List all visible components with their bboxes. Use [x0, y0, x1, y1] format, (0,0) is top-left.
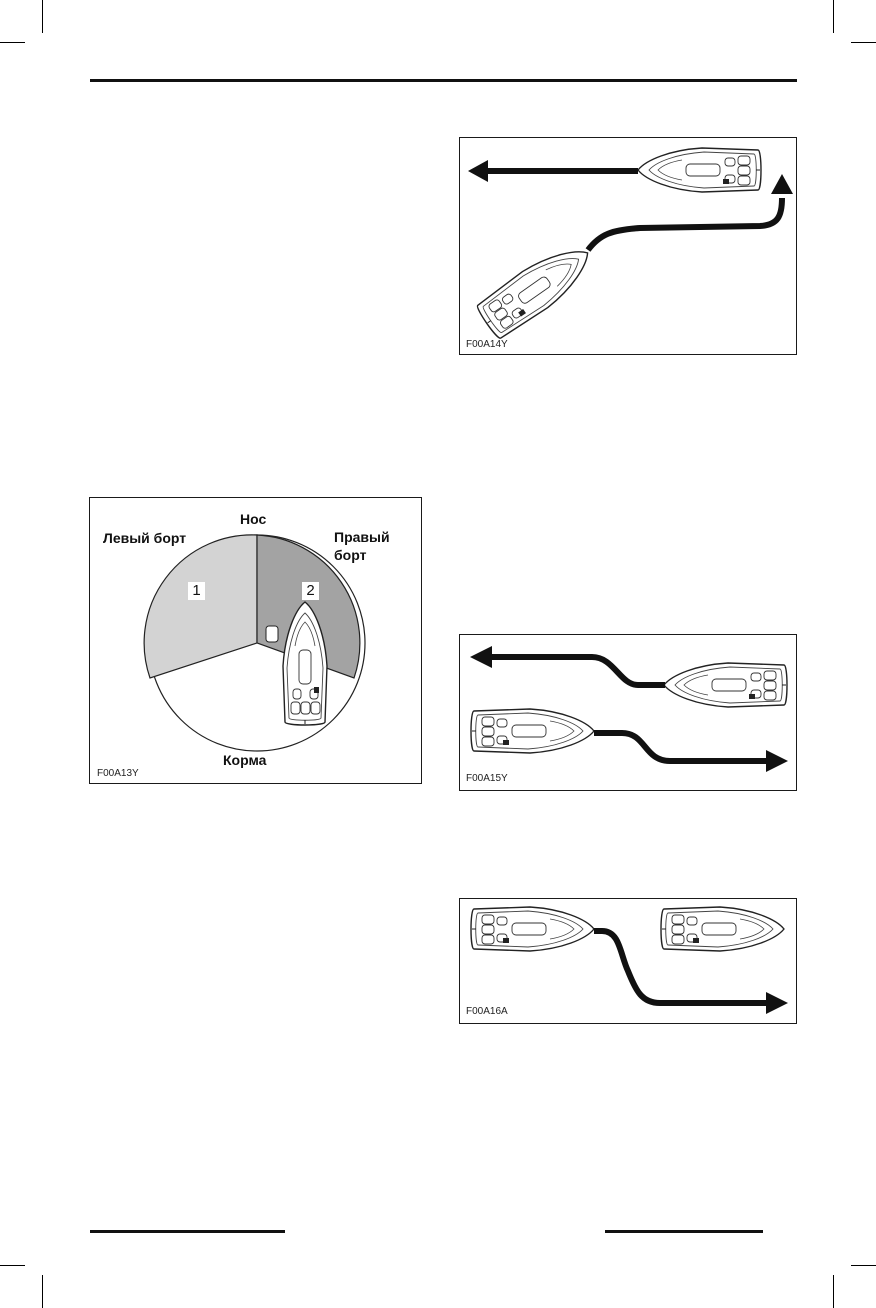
zone-1-number: 1 — [188, 582, 205, 600]
footer-rule-left — [90, 1230, 285, 1233]
crop-mark-top-right-v — [833, 0, 834, 33]
label-port: Левый борт — [103, 530, 187, 546]
crop-mark-top-right-h — [851, 42, 876, 43]
crop-mark-top-left-h — [0, 42, 25, 43]
figure-code: F00A16A — [466, 1006, 508, 1017]
label-starboard-line1: Правый — [334, 529, 390, 545]
boat-top-view-icon — [663, 662, 788, 708]
boat-top-view-icon — [660, 906, 785, 952]
arrow-up-icon — [771, 174, 793, 194]
boat-top-view-icon — [470, 906, 595, 952]
crop-mark-bottom-right-h — [851, 1265, 876, 1266]
figure-meeting: F00A15Y — [459, 634, 797, 791]
header-rule — [90, 79, 797, 82]
arrow-left-icon — [468, 160, 488, 182]
figure-overtaking: F00A16A — [459, 898, 797, 1024]
crop-mark-bottom-left-h — [0, 1265, 25, 1266]
zone-1-sector — [143, 534, 258, 679]
crop-mark-top-left-v — [42, 0, 43, 33]
label-starboard-line2: борт — [334, 547, 367, 563]
outboard-icon — [265, 625, 279, 643]
crop-mark-bottom-right-v — [833, 1275, 834, 1308]
arrow-right-icon — [766, 750, 788, 772]
crossing-diagram — [468, 147, 793, 343]
arrow-right-icon — [766, 992, 788, 1014]
boat-top-view-icon — [637, 147, 762, 193]
boat-top-view-icon — [470, 708, 595, 754]
arrow-left-icon — [470, 646, 492, 668]
figure-code: F00A13Y — [97, 768, 139, 779]
overtaking-diagram — [470, 906, 788, 1014]
label-stern: Корма — [223, 752, 267, 768]
crop-mark-bottom-left-v — [42, 1275, 43, 1308]
figure-code: F00A14Y — [466, 339, 508, 350]
figure-code: F00A15Y — [466, 773, 508, 784]
label-bow: Нос — [240, 511, 267, 527]
zone-2-number: 2 — [302, 582, 319, 600]
meeting-diagram — [470, 646, 788, 772]
boat-top-view-icon — [473, 234, 601, 343]
figure-blind-spots: Нос Левый борт Правый борт Корма 1 2 F00… — [89, 497, 422, 784]
figure-crossing: F00A14Y — [459, 137, 797, 355]
footer-rule-right — [605, 1230, 763, 1233]
